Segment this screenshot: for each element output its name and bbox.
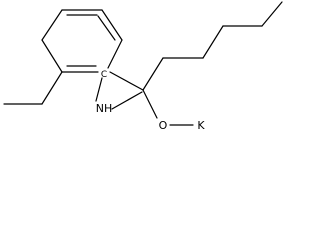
pentyl-chain (142, 1, 283, 91)
ethyl-bond-1 (41, 71, 63, 105)
ring-carbon-label: C (101, 70, 107, 80)
oxygen-label: O (159, 119, 168, 131)
aziridine-bond-c-c (109, 71, 144, 91)
c-o-bond (142, 89, 158, 119)
molecule-structure: C NH O K (3, 1, 283, 131)
aziridine-bond-n-c (111, 91, 143, 110)
pentyl-bond-3 (202, 25, 224, 59)
alkoxide-group (142, 89, 194, 126)
potassium-label: K (197, 119, 205, 131)
nitrogen-label: NH (96, 102, 113, 115)
pentyl-bond-5 (261, 1, 283, 27)
ethyl-group (3, 71, 63, 105)
ring-bond-lower-left (41, 39, 63, 73)
ring-bond-upper-right-inner (97, 15, 116, 41)
pentyl-bond-1 (142, 57, 164, 91)
ring-bond-upper-left (41, 9, 63, 41)
aziridine-bond-c-n (95, 77, 103, 102)
aziridine-ring (95, 71, 144, 110)
ring-bond-upper-right (101, 9, 123, 41)
ring-bond-lower-right (107, 39, 123, 69)
benzene-ring (41, 9, 123, 73)
